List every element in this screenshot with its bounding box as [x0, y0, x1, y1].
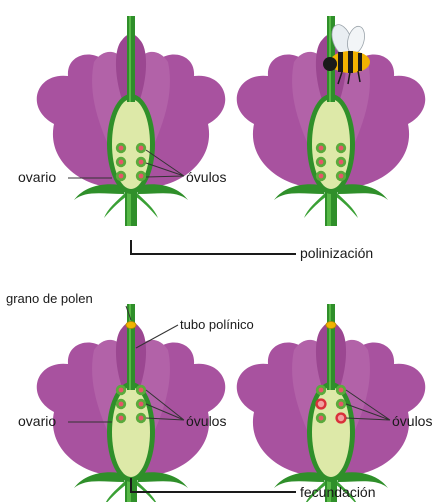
label-ovulos-bottom-right: óvulos [392, 413, 432, 429]
bracket-polinizacion [131, 240, 296, 254]
label-grano-de-polen: grano de polen [6, 291, 93, 306]
label-ovario-bottom: ovario [18, 413, 56, 429]
label-fecundacion: fecundación [300, 484, 376, 500]
flower-bottom-right [237, 304, 425, 502]
flower-top-right [237, 16, 425, 226]
label-ovulos-bottom-left: óvulos [186, 413, 226, 429]
flower-bottom-left [37, 304, 225, 502]
pollen-grain-icon [126, 322, 136, 329]
label-tubo-polinico: tubo polínico [180, 317, 254, 332]
pollen-grain-right-icon [326, 322, 336, 329]
flower-top-left [37, 16, 225, 226]
label-polinizacion: polinización [300, 245, 373, 261]
label-ovulos-top: óvulos [186, 169, 226, 185]
label-ovario-top: ovario [18, 169, 56, 185]
